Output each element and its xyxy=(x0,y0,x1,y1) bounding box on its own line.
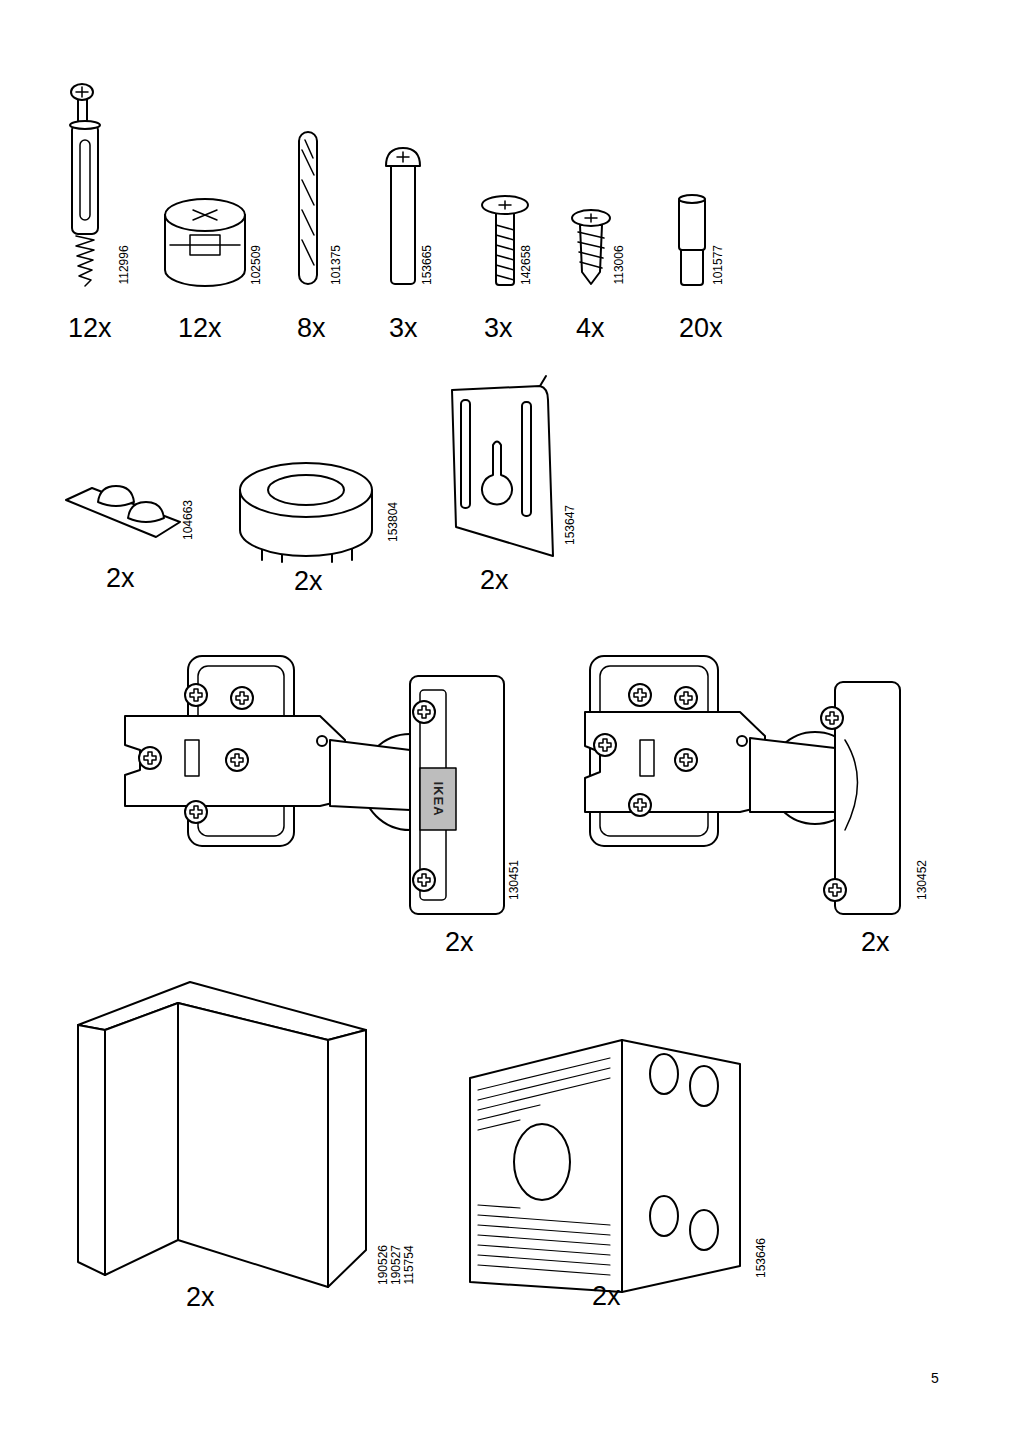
page-number: 5 xyxy=(931,1371,939,1385)
part-number: 130452 xyxy=(916,860,928,900)
quantity: 2x xyxy=(592,1283,621,1310)
label-holder: 2x xyxy=(294,568,323,595)
quantity: 2x xyxy=(861,929,890,956)
quantity: 2x xyxy=(106,565,135,592)
quantity: 2x xyxy=(186,1284,215,1311)
corner-panel xyxy=(78,982,366,1287)
part-number: 153804 xyxy=(387,502,399,542)
knob xyxy=(240,463,372,562)
cam-bolt xyxy=(70,84,100,286)
part-number: 190527 xyxy=(390,1245,402,1285)
quantity: 3x xyxy=(484,315,513,342)
label-holder: 2x xyxy=(186,1284,215,1311)
quantity: 20x xyxy=(679,315,723,342)
connector-pin xyxy=(386,148,420,284)
label-holder: 8x xyxy=(297,315,326,342)
label-holder: 2x xyxy=(861,929,890,956)
label-holder: 113006 xyxy=(613,245,625,284)
felt-pads xyxy=(66,486,180,537)
part-number: 115754 xyxy=(403,1245,415,1284)
quantity: 12x xyxy=(68,315,112,342)
part-number: 130451 xyxy=(508,860,520,900)
label-holder: 112996 xyxy=(118,245,130,284)
label-holder: 130451 xyxy=(508,860,520,900)
label-holder: 101375 xyxy=(330,245,342,285)
part-number: 190526 xyxy=(377,1245,389,1285)
label-holder: 153646 xyxy=(755,1238,767,1278)
label-holder: 5 xyxy=(931,1371,939,1385)
part-number: 142658 xyxy=(520,245,532,285)
quantity: 2x xyxy=(294,568,323,595)
quantity: 4x xyxy=(576,315,605,342)
label-holder: 20x xyxy=(679,315,723,342)
quantity: 2x xyxy=(445,929,474,956)
part-number: 113006 xyxy=(613,245,625,284)
label-holder: 101577 xyxy=(712,245,724,285)
quantity: 12x xyxy=(178,315,222,342)
label-holder: 115754 xyxy=(403,1245,415,1284)
part-number: 104663 xyxy=(182,500,194,540)
part-number: 153647 xyxy=(564,505,576,545)
door-hinge xyxy=(125,656,504,914)
label-holder: 4x xyxy=(576,315,605,342)
label-holder: 142658 xyxy=(520,245,532,285)
label-holder: 2x xyxy=(480,567,509,594)
label-holder: 190526 xyxy=(377,1245,389,1285)
part-number: 153665 xyxy=(421,245,433,285)
part-number: 101577 xyxy=(712,245,724,285)
label-holder: 153665 xyxy=(421,245,433,285)
hinge-logo: IKEA xyxy=(432,781,445,816)
label-holder: 130452 xyxy=(916,860,928,900)
label-holder: 12x xyxy=(178,315,222,342)
label-holder: 104663 xyxy=(182,500,194,540)
part-number: 112996 xyxy=(118,245,130,284)
mounting-plate xyxy=(452,376,553,556)
label-holder: 102509 xyxy=(250,245,262,285)
shelf-support xyxy=(679,195,705,285)
quantity: 3x xyxy=(389,315,418,342)
quantity: 2x xyxy=(480,567,509,594)
label-holder: 153647 xyxy=(564,505,576,545)
door-hinge xyxy=(585,656,900,914)
part-number: 102509 xyxy=(250,245,262,285)
cam-lock xyxy=(165,199,245,286)
label-holder: 153804 xyxy=(387,502,399,542)
label-holder: 2x xyxy=(445,929,474,956)
label-holder: 3x xyxy=(484,315,513,342)
part-number: 153646 xyxy=(755,1238,767,1278)
label-holder: 190527 xyxy=(390,1245,402,1285)
quantity: 8x xyxy=(297,315,326,342)
part-number: 101375 xyxy=(330,245,342,285)
wood-screw xyxy=(572,210,610,284)
label-holder: 3x xyxy=(389,315,418,342)
label-holder: 2x xyxy=(106,565,135,592)
label-holder: 12x xyxy=(68,315,112,342)
label-holder: IKEA xyxy=(432,781,445,816)
label-holder: 2x xyxy=(592,1283,621,1310)
wooden-dowel xyxy=(299,132,317,284)
angle-bracket xyxy=(470,1040,740,1292)
